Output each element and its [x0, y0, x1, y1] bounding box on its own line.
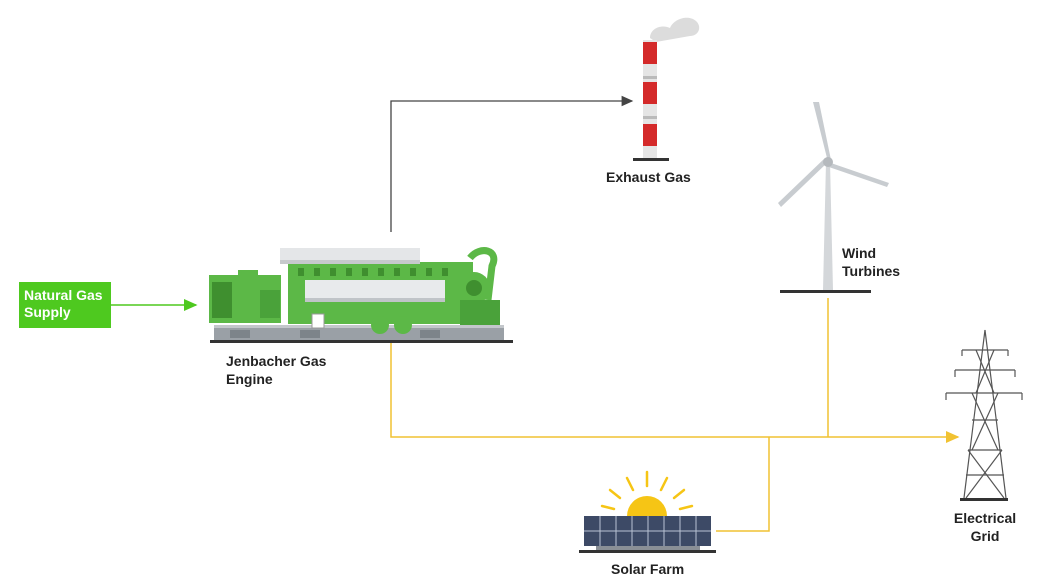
power-line-solar — [716, 437, 770, 532]
wind-turbine-icon — [778, 102, 889, 293]
label-line: Wind — [842, 245, 877, 261]
label-line: Solar Farm — [611, 561, 685, 577]
tower-base — [960, 498, 1008, 501]
gas-engine-label: Jenbacher Gas Engine — [226, 352, 326, 388]
transmission-tower-icon — [945, 329, 1023, 499]
natural-gas-supply-box — [19, 282, 111, 328]
sun-icon — [600, 470, 694, 511]
label-line: Natural Gas — [24, 287, 103, 303]
label-line: Supply — [24, 304, 71, 320]
label-line: Turbines — [842, 263, 901, 279]
label-line: Jenbacher Gas — [226, 353, 327, 369]
wind-turbines-label: Wind Turbines — [842, 244, 900, 280]
label-line: Grid — [970, 528, 1000, 544]
gas-engine-icon — [209, 247, 513, 343]
electrical-grid-label: Electrical Grid — [953, 509, 1017, 545]
natural-gas-supply-label: Natural Gas Supply — [19, 282, 111, 328]
label-line: Engine — [226, 371, 273, 387]
chimney-icon — [633, 17, 700, 161]
power-line-main — [390, 343, 960, 443]
label-line: Exhaust Gas — [606, 169, 691, 185]
label-line: Electrical — [953, 510, 1017, 526]
solar-farm-label: Solar Farm — [611, 560, 684, 578]
solar-panel-icon — [579, 470, 716, 553]
exhaust-gas-label: Exhaust Gas — [606, 168, 691, 186]
exhaust-flow-arrow — [390, 95, 634, 232]
